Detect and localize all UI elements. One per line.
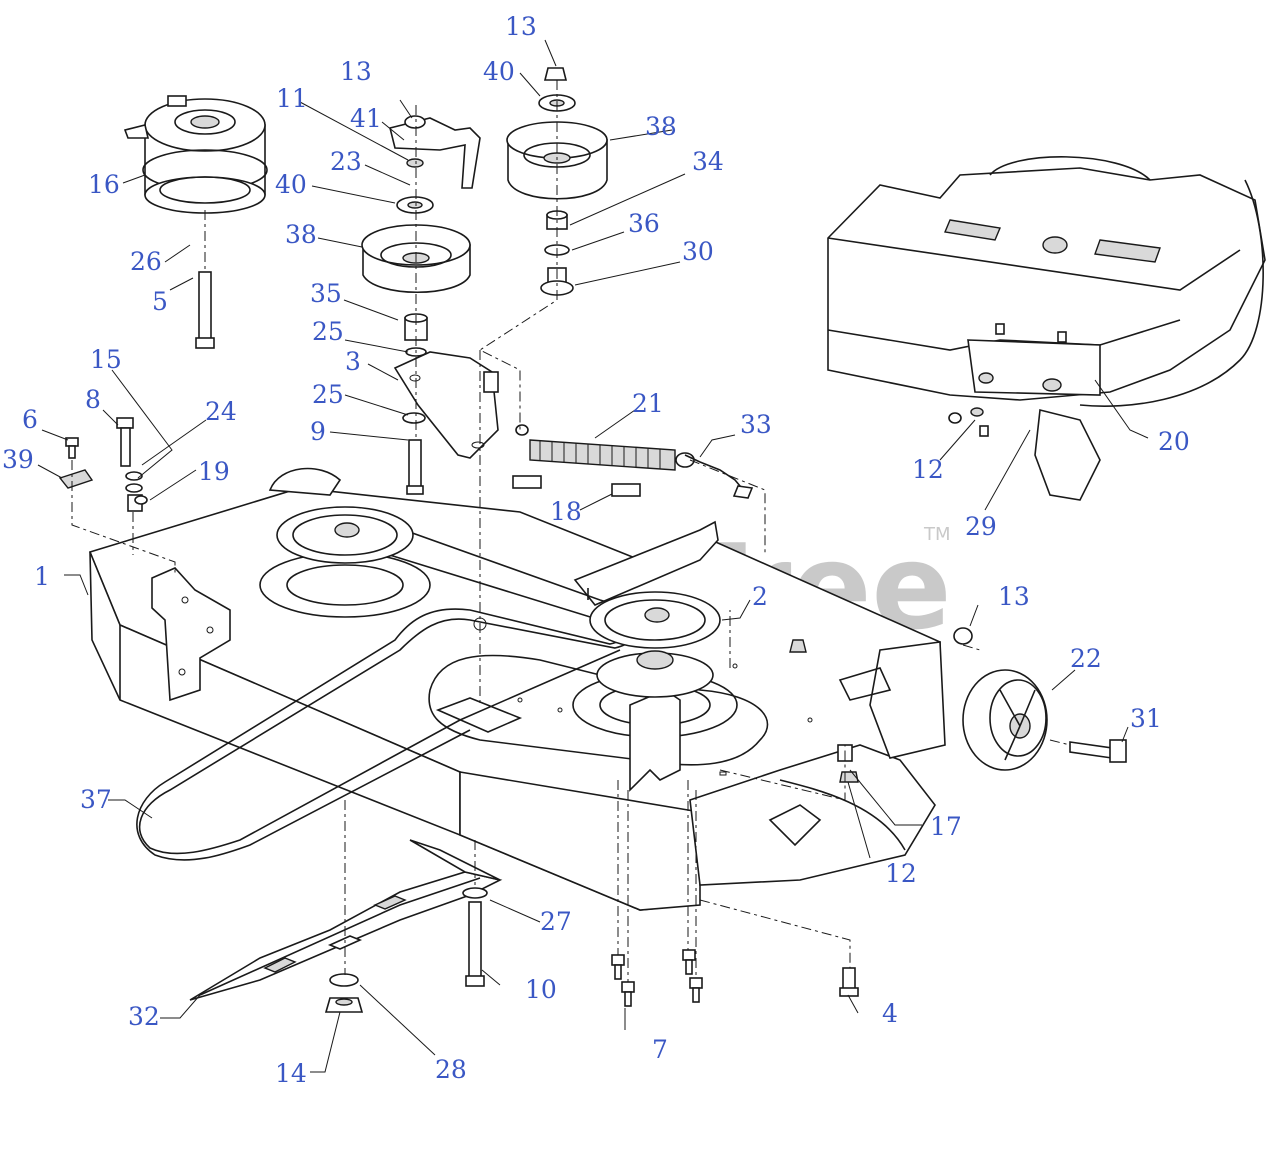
callout-6[interactable]: 6: [22, 405, 38, 434]
clutch-bolt: [195, 271, 215, 349]
callout-41[interactable]: 41: [350, 104, 382, 133]
spring-rod: [684, 454, 754, 499]
electric-clutch: [123, 95, 268, 214]
callout-2[interactable]: 2: [752, 582, 768, 611]
callout-40-right[interactable]: 40: [483, 57, 515, 86]
callout-19[interactable]: 19: [198, 457, 230, 486]
callout-11[interactable]: 11: [276, 84, 308, 113]
callout-27[interactable]: 27: [540, 907, 572, 936]
callout-33[interactable]: 33: [740, 410, 772, 439]
callout-5[interactable]: 5: [152, 287, 168, 316]
callout-29[interactable]: 29: [965, 512, 997, 541]
callout-30[interactable]: 30: [682, 237, 714, 266]
callout-7[interactable]: 7: [652, 1035, 668, 1064]
callout-32[interactable]: 32: [128, 1002, 160, 1031]
idler-bolt-9: [406, 439, 424, 495]
inset-detail: [827, 156, 1266, 501]
callout-13-wheel[interactable]: 13: [998, 582, 1030, 611]
washer-27: [462, 887, 488, 899]
bumper-18: [512, 475, 641, 497]
callout-10[interactable]: 10: [525, 975, 557, 1004]
spindle-pulley-right: [589, 591, 721, 649]
hex-nut-13-top: [543, 67, 568, 81]
callout-36[interactable]: 36: [628, 209, 660, 238]
callout-38-right[interactable]: 38: [645, 112, 677, 141]
callout-16[interactable]: 16: [88, 170, 120, 199]
flat-washer-40-left: [396, 196, 434, 214]
bolt-10: [465, 901, 485, 987]
callout-23[interactable]: 23: [330, 147, 362, 176]
spindle-hub-right: [596, 650, 714, 698]
bolt-7-group: [611, 949, 703, 1007]
nut-24: [125, 471, 143, 493]
gauge-wheel: [962, 669, 1048, 771]
washer-28: [329, 973, 359, 987]
callout-24[interactable]: 24: [205, 397, 237, 426]
idler-arm-3: [393, 351, 499, 459]
callout-37[interactable]: 37: [80, 785, 112, 814]
callout-12[interactable]: 12: [885, 859, 917, 888]
spindle-pulley-left: [276, 506, 414, 564]
spacer-30: [540, 267, 574, 296]
callout-4[interactable]: 4: [882, 999, 898, 1028]
callout-38-left[interactable]: 38: [285, 220, 317, 249]
mower-deck: [88, 467, 946, 911]
callout-17[interactable]: 17: [930, 812, 962, 841]
nut-14: [324, 997, 364, 1013]
idler-bracket-upper: [389, 115, 481, 189]
callout-13-top[interactable]: 13: [505, 12, 537, 41]
callout-12-inset[interactable]: 12: [912, 455, 944, 484]
callout-labels: 1 2 3 4 5 6 7 8 9 10 11 12 12 13 13 13 1…: [2, 12, 1190, 1088]
hardware-39: [58, 469, 94, 489]
callout-39[interactable]: 39: [2, 445, 34, 474]
bolt-8: [116, 417, 134, 467]
callout-35[interactable]: 35: [310, 279, 342, 308]
callout-8[interactable]: 8: [85, 385, 101, 414]
callout-14[interactable]: 14: [275, 1059, 307, 1088]
callout-21[interactable]: 21: [632, 389, 664, 418]
callout-25-lower[interactable]: 25: [312, 380, 344, 409]
callout-1[interactable]: 1: [34, 562, 50, 591]
callout-22[interactable]: 22: [1070, 644, 1102, 673]
callout-18[interactable]: 18: [550, 497, 582, 526]
callout-28[interactable]: 28: [435, 1055, 467, 1084]
callout-40-left[interactable]: 40: [275, 170, 307, 199]
callout-26[interactable]: 26: [130, 247, 162, 276]
assembly-center-lines: [71, 80, 1071, 982]
callout-leaders: [37, 39, 1149, 1073]
callout-13-bracket[interactable]: 13: [340, 57, 372, 86]
callout-20[interactable]: 20: [1158, 427, 1190, 456]
callout-9[interactable]: 9: [310, 417, 326, 446]
callout-3[interactable]: 3: [345, 347, 361, 376]
callout-15[interactable]: 15: [90, 345, 122, 374]
bolt-6: [65, 437, 79, 459]
nut-13-wheel: [953, 627, 973, 645]
extension-spring: [515, 424, 695, 471]
wheel-bolt-31: [1069, 739, 1127, 763]
bolt-4: [839, 967, 859, 997]
callout-34[interactable]: 34: [692, 147, 724, 176]
spacer-19: [127, 494, 148, 512]
watermark-trademark: TM: [923, 524, 951, 545]
callout-31[interactable]: 31: [1130, 704, 1162, 733]
callout-25-upper[interactable]: 25: [312, 317, 344, 346]
